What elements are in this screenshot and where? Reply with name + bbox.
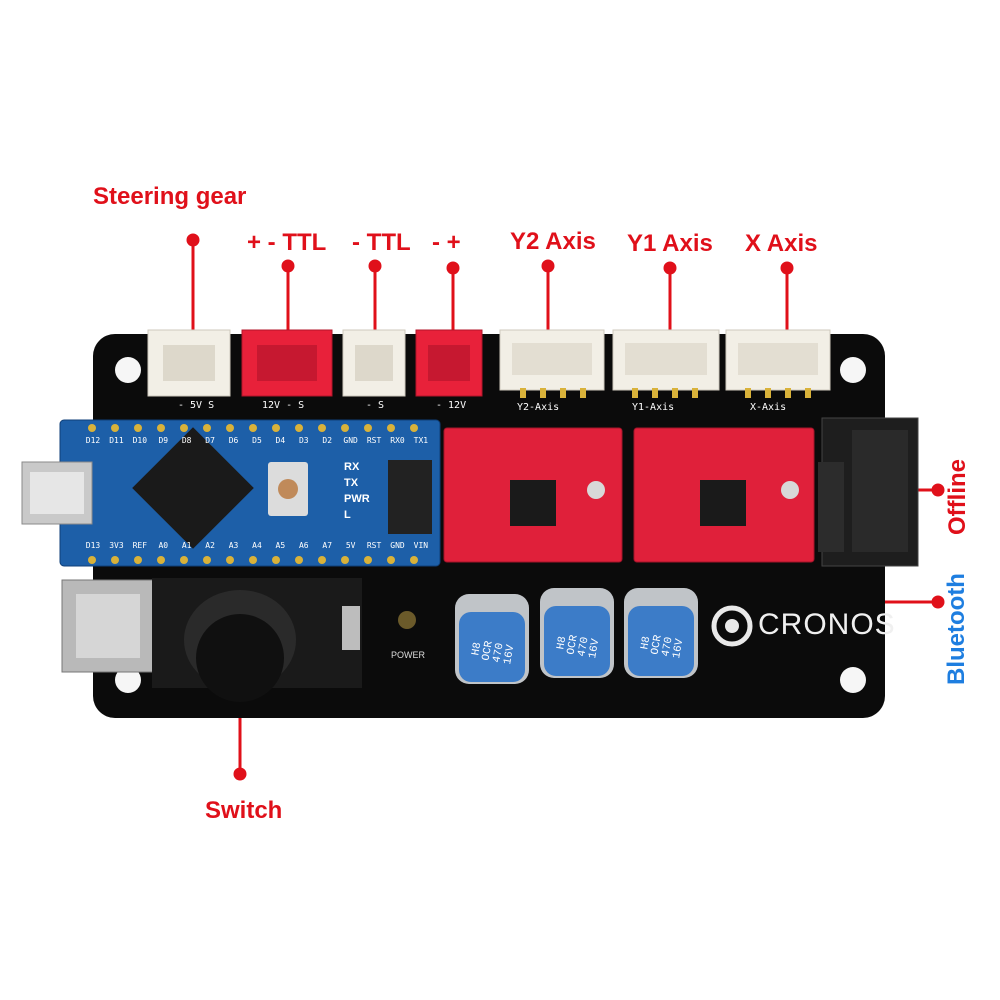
top-connectors bbox=[147, 329, 831, 398]
capacitor-marking: 16V bbox=[502, 643, 518, 666]
capacitor-marking: 16V bbox=[587, 637, 603, 660]
pin-label: 5V bbox=[345, 541, 356, 550]
pin-label: RST bbox=[366, 541, 382, 550]
pin-label: D12 bbox=[85, 436, 101, 445]
laser-silkscreen: 12V - S bbox=[262, 400, 305, 411]
led-label: TX bbox=[344, 477, 359, 489]
pin-label: A0 bbox=[158, 541, 169, 550]
pin-label: D9 bbox=[158, 436, 169, 445]
pin-label: D4 bbox=[275, 436, 286, 445]
callout-leaders bbox=[186, 233, 945, 781]
led-label: PWR bbox=[344, 493, 370, 505]
pin-label: GND bbox=[343, 436, 358, 445]
pin-label: RST bbox=[366, 436, 382, 445]
plus-minus-ttl-label: + - TTL bbox=[247, 229, 327, 256]
minus-ttl-label: - TTL bbox=[352, 229, 411, 256]
pin-label: D13 bbox=[85, 541, 101, 550]
pin-label: A4 bbox=[252, 541, 262, 550]
pin-label: D8 bbox=[181, 436, 192, 445]
y2-axis-label: Y2 Axis bbox=[510, 228, 596, 255]
pin-label: A6 bbox=[298, 541, 309, 550]
y1-silkscreen: Y1-Axis bbox=[632, 402, 675, 413]
power-switch bbox=[152, 578, 362, 702]
pin-label: D6 bbox=[228, 436, 239, 445]
nano-bottom-pin-labels: D13 3V3 REF A0 A1 A2 A3 A4 A5 A6 A7 5V RST GND VIN bbox=[82, 541, 432, 550]
pin-label: A2 bbox=[205, 541, 215, 550]
arduino-nano bbox=[21, 419, 441, 567]
usb-b-socket bbox=[61, 579, 155, 673]
capacitors bbox=[455, 588, 698, 684]
offline-header bbox=[818, 417, 919, 567]
x-axis-label: X Axis bbox=[745, 230, 818, 257]
pin-label: VIN bbox=[413, 541, 429, 550]
servo-silkscreen: - 5V S bbox=[178, 400, 215, 411]
pin-label: GND bbox=[390, 541, 405, 550]
pin-label: REF bbox=[132, 541, 148, 550]
pin-label: A5 bbox=[275, 541, 286, 550]
pin-label: A3 bbox=[228, 541, 239, 550]
minus-plus-label: - + bbox=[432, 229, 461, 256]
steering-gear-label: Steering gear bbox=[93, 183, 247, 210]
capacitor-marking: 16V bbox=[671, 637, 687, 660]
switch-label: Switch bbox=[205, 797, 283, 824]
power-conn-silkscreen: - 12V bbox=[436, 400, 467, 411]
nano-top-pin-labels: D12 D11 D10 D9 D8 D7 D6 D5 D4 D3 D2 GND RST RX0 TX1 bbox=[82, 436, 432, 445]
pin-label: 3V3 bbox=[109, 541, 124, 550]
power-label: POWER bbox=[391, 650, 426, 660]
pin-label: A7 bbox=[322, 541, 333, 550]
offline-label: Offline bbox=[944, 459, 971, 535]
led-label: L bbox=[344, 509, 351, 521]
stepper-drivers bbox=[443, 427, 815, 563]
pin-label: RX0 bbox=[390, 436, 405, 445]
y2-silkscreen: Y2-Axis bbox=[517, 402, 560, 413]
nano-led-labels: RX TX PWR L bbox=[344, 460, 370, 522]
cronos-gear-logo bbox=[711, 605, 753, 647]
pin-label: D2 bbox=[322, 436, 333, 445]
pin-label: D7 bbox=[205, 436, 215, 445]
pin-label: A1 bbox=[181, 541, 192, 550]
y1-axis-label: Y1 Axis bbox=[627, 230, 713, 257]
led-label: RX bbox=[344, 461, 360, 473]
pin-label: D10 bbox=[132, 436, 148, 445]
power-led bbox=[398, 611, 416, 629]
x-silkscreen: X-Axis bbox=[750, 402, 787, 413]
ttl-silkscreen: - S bbox=[366, 400, 385, 411]
pin-label: D5 bbox=[252, 436, 262, 445]
brand-logo-text: CRONOS bbox=[758, 608, 896, 641]
bluetooth-label: Bluetooth bbox=[943, 573, 970, 685]
pin-label: D11 bbox=[109, 436, 124, 445]
pin-label: TX1 bbox=[413, 436, 429, 445]
pin-label: D3 bbox=[298, 436, 309, 445]
